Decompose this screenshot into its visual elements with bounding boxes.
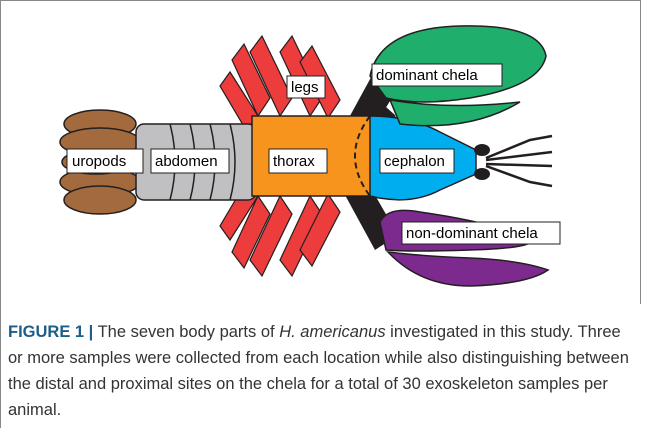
abdomen-label: abdomen: [155, 153, 218, 170]
uropod-4: [64, 186, 136, 214]
lobster-diagram: uropods abdomen thorax cephalon legs dom…: [0, 0, 657, 310]
figure-label: FIGURE 1 |: [8, 323, 93, 341]
non-dominant-chela-label: non-dominant chela: [406, 225, 538, 242]
figure-caption: FIGURE 1 | The seven body parts of H. am…: [8, 319, 638, 423]
non-dominant-chela-lower: [388, 252, 548, 286]
caption-text-before: The seven body parts of: [93, 323, 279, 341]
antennae: [486, 136, 552, 186]
eye-upper: [474, 144, 490, 156]
uropods-label: uropods: [72, 153, 126, 170]
legs-label: legs: [291, 79, 319, 96]
antenna-4: [486, 166, 552, 186]
dominant-chela-label: dominant chela: [376, 67, 478, 84]
caption-species: H. americanus: [279, 323, 385, 341]
antenna-3: [486, 164, 552, 166]
antenna-1: [486, 136, 552, 158]
dominant-chela-lower: [390, 100, 520, 126]
thorax-label: thorax: [273, 153, 315, 170]
eye-lower: [474, 168, 490, 180]
cephalon-label: cephalon: [384, 153, 445, 170]
